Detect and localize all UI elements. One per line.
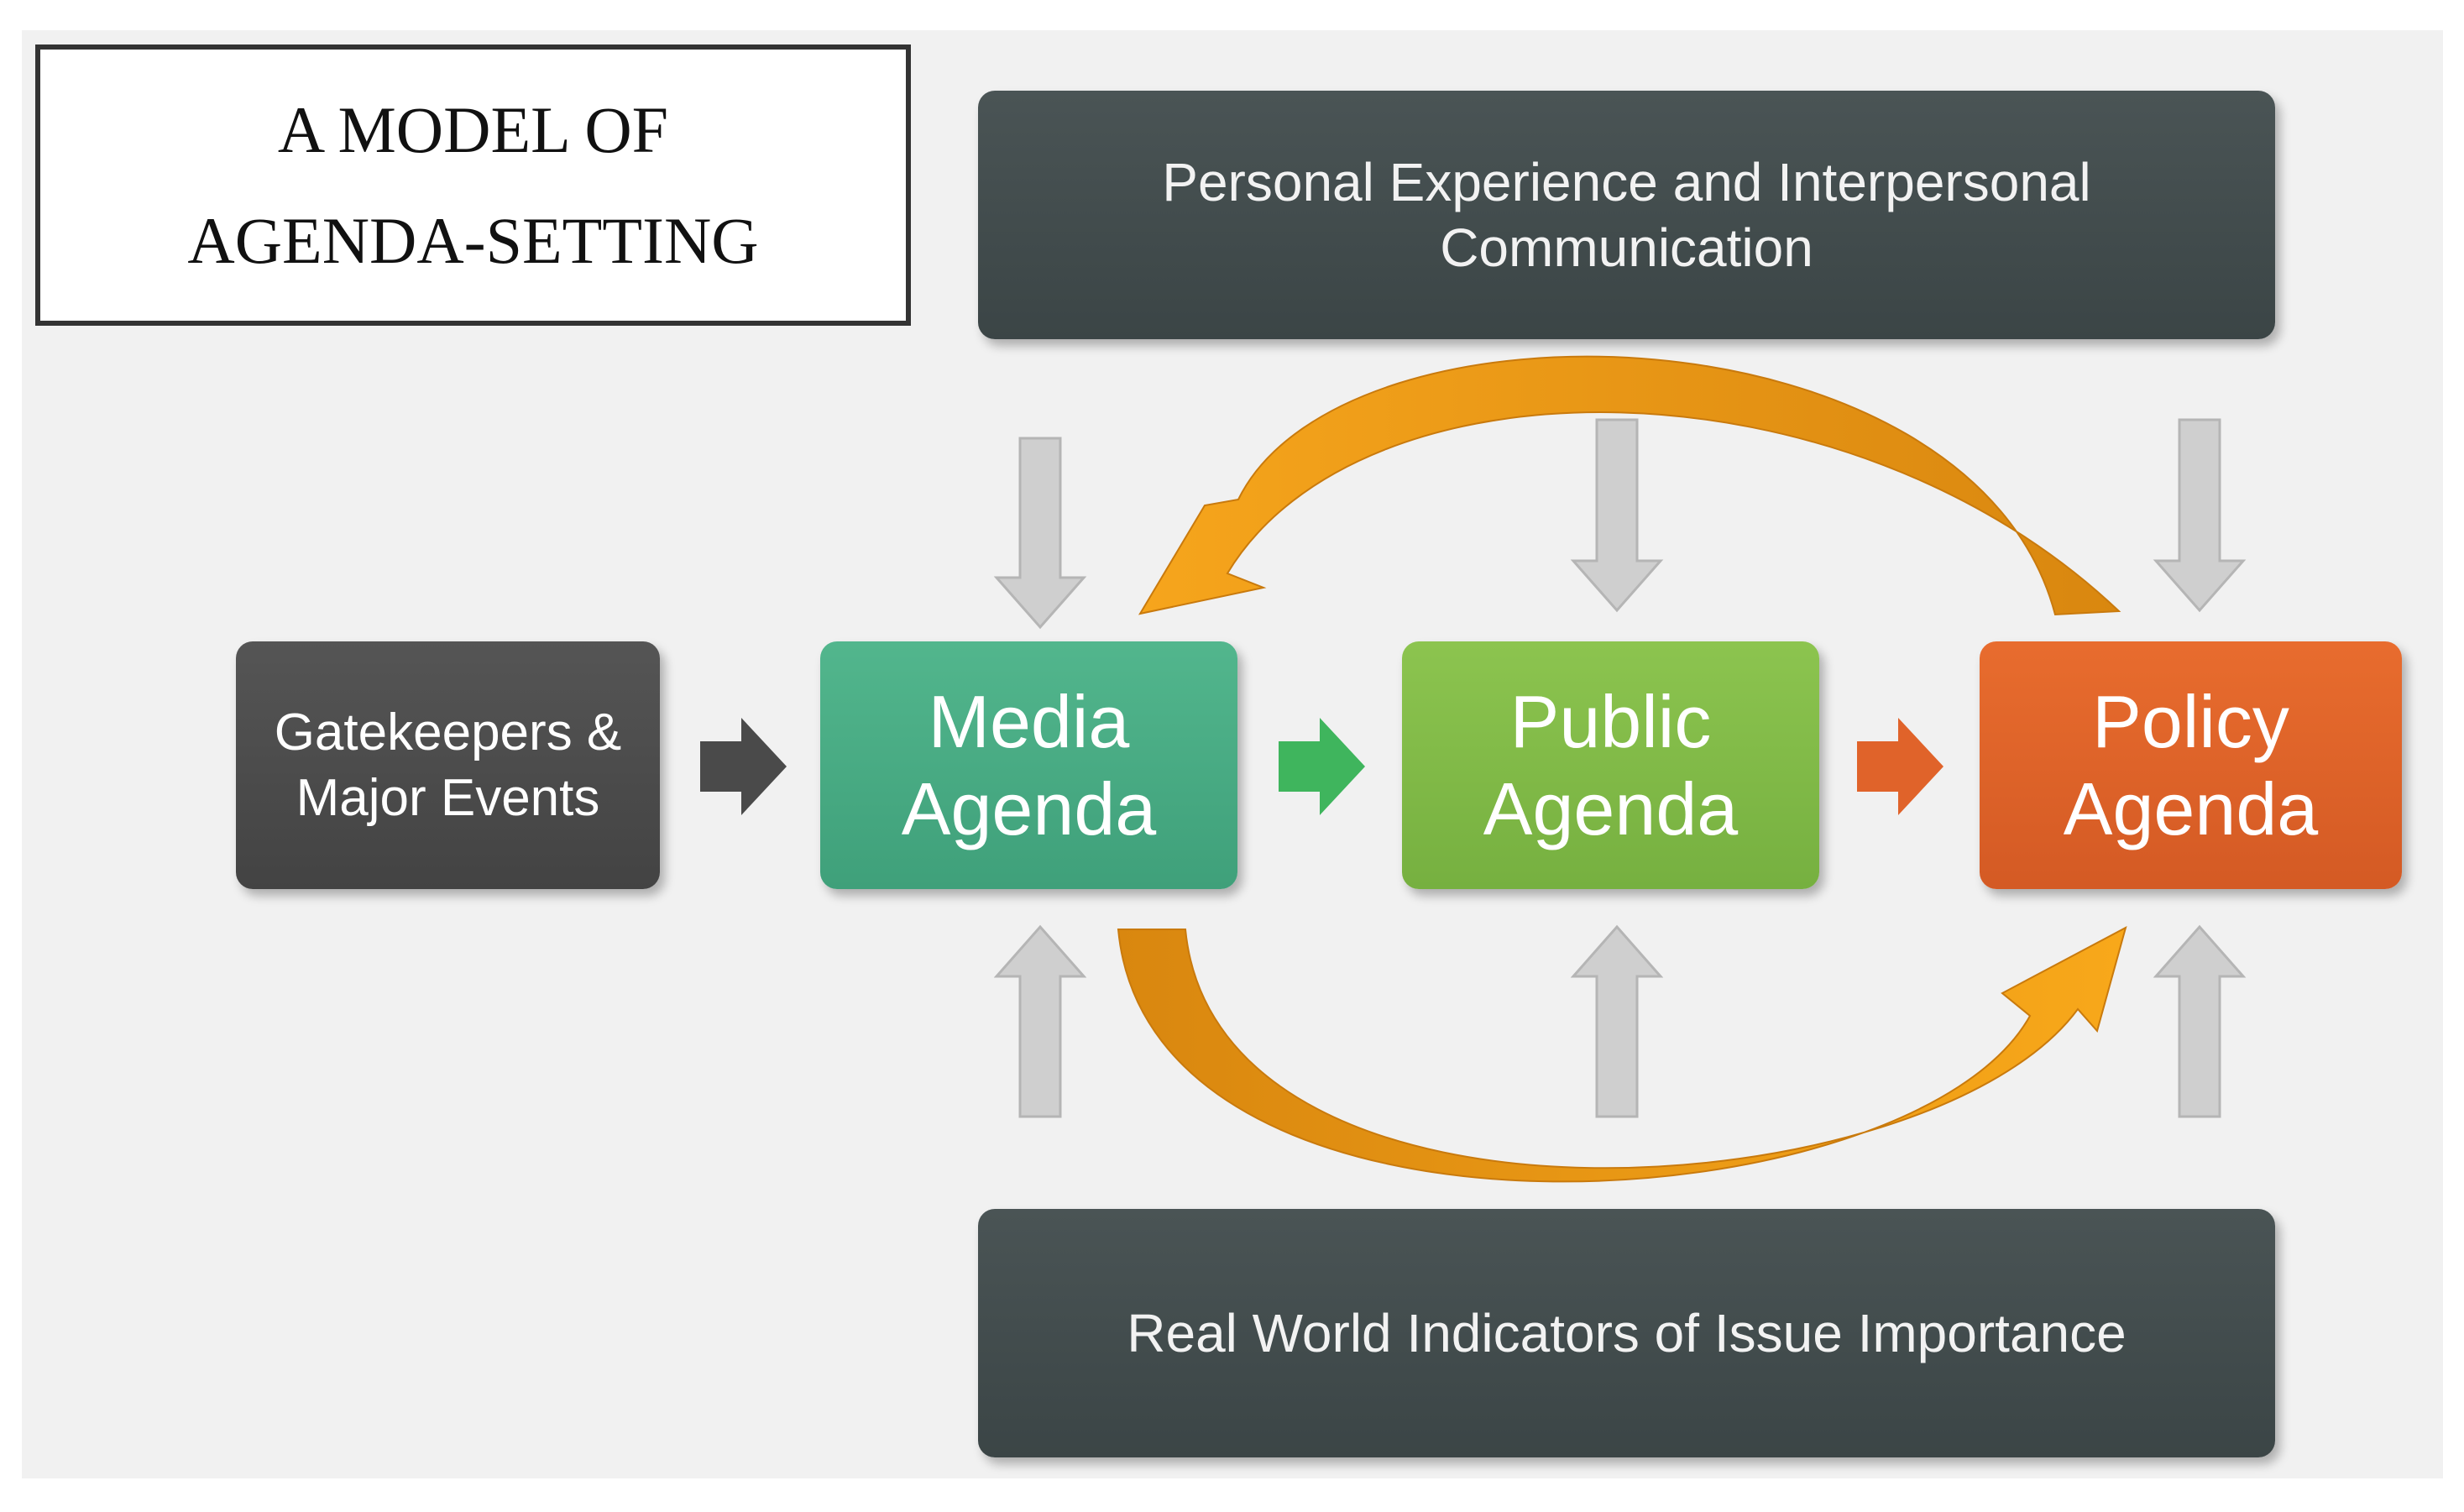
public-to-policy-arrow [1857, 718, 1943, 815]
up-arrow-policy [2153, 924, 2247, 1118]
media-agenda-label: Media Agenda [901, 679, 1157, 850]
gatekeepers-to-media-arrow [700, 718, 787, 815]
gatekeepers-box: Gatekeepers & Major Events [236, 641, 660, 889]
media-to-policy-feedback-arrow [1117, 926, 2127, 1183]
real-world-indicators-label: Real World Indicators of Issue Importanc… [1127, 1303, 2127, 1363]
gatekeepers-label: Gatekeepers & Major Events [274, 703, 622, 827]
policy-agenda-label: Policy Agenda [2063, 679, 2319, 850]
real-world-indicators-box: Real World Indicators of Issue Importanc… [978, 1209, 2275, 1457]
public-agenda-label: Public Agenda [1483, 679, 1739, 850]
down-arrow-media [993, 437, 1087, 630]
policy-agenda-box: Policy Agenda [1980, 641, 2402, 889]
down-arrow-policy [2153, 418, 2247, 613]
public-agenda-box: Public Agenda [1402, 641, 1819, 889]
up-arrow-media [993, 924, 1087, 1118]
personal-experience-label: Personal Experience and Interpersonal Co… [1162, 152, 2091, 278]
media-to-public-arrow [1279, 718, 1365, 815]
up-arrow-public [1570, 924, 1664, 1118]
media-agenda-box: Media Agenda [820, 641, 1237, 889]
personal-experience-box: Personal Experience and Interpersonal Co… [978, 91, 2275, 339]
diagram-title: A MODEL OF AGENDA-SETTING [187, 92, 759, 277]
title-box: A MODEL OF AGENDA-SETTING [35, 44, 911, 326]
down-arrow-public [1570, 418, 1664, 613]
policy-to-media-feedback-arrow [1138, 355, 2121, 616]
